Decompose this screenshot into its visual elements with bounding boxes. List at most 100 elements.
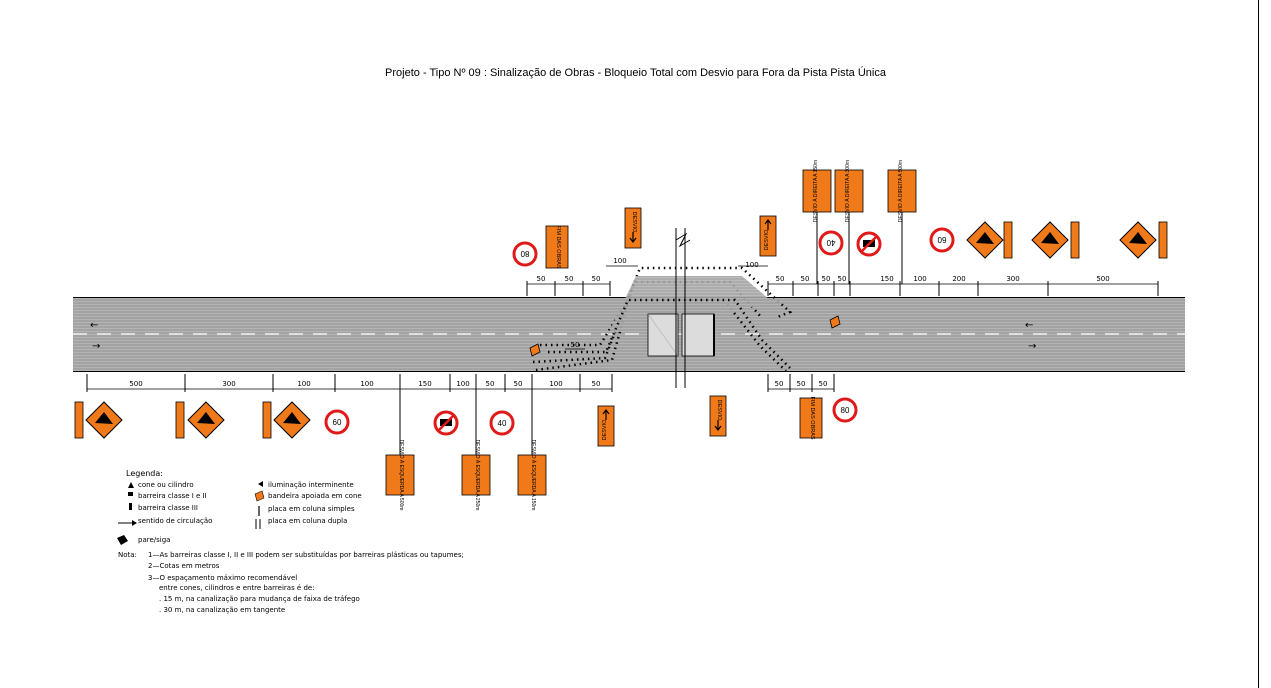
dim-label: 50 — [819, 380, 828, 388]
legend-item: barreira classe I e II — [138, 492, 207, 500]
svg-text:←: ← — [90, 320, 98, 331]
svg-text:DESVIO À ESQUERDA A 150m: DESVIO À ESQUERDA A 150m — [530, 440, 537, 511]
legend-heading: Legenda: — [126, 469, 163, 478]
note-line: 1—As barreiras classe I, II e III podem … — [148, 551, 464, 559]
dim-label: 50 — [571, 341, 580, 349]
svg-text:40: 40 — [826, 238, 835, 247]
dim-label: 50 — [486, 380, 495, 388]
svg-text:40: 40 — [498, 419, 507, 428]
speed-limit-60-bottom: 60 — [324, 409, 350, 435]
dim-label: 500 — [1096, 275, 1109, 283]
dim-label: 300 — [222, 380, 235, 388]
sign-desvio-top-left: DESVIO — [624, 207, 642, 249]
sign-desvio-bottom-right: DESVIO — [709, 395, 727, 437]
svg-text:DESVIO À DIREITA A 500m: DESVIO À DIREITA A 500m — [897, 160, 904, 222]
note-line: entre cones, cilindros e entre barreiras… — [159, 584, 315, 592]
legend-item: iluminação interminente — [268, 481, 354, 489]
svg-text:DESVIO À DIREITA A 150m: DESVIO À DIREITA A 150m — [812, 160, 819, 222]
bottom-dimensions: 500 300 100 100 150 100 50 50 100 50 50 … — [86, 341, 835, 392]
svg-text:DESVIO: DESVIO — [602, 419, 608, 441]
note-line: . 15 m, na canalização para mudança de f… — [159, 595, 360, 603]
sign-fim-obras-bottom: FIM DAS OBRAS — [799, 396, 823, 440]
notes-label: Nota: — [118, 551, 137, 559]
speed-limit-40-top: 40 — [818, 230, 844, 256]
dim-label: 50 — [537, 275, 546, 283]
dim-label: 50 — [797, 380, 806, 388]
dim-label: 100 — [913, 275, 926, 283]
svg-text:FIM DAS OBRAS: FIM DAS OBRAS — [555, 225, 561, 268]
svg-text:FIM DAS OBRAS: FIM DAS OBRAS — [809, 396, 815, 439]
dim-label: 100 — [297, 380, 310, 388]
dim-label: 50 — [801, 275, 810, 283]
legend-item: pare/siga — [138, 536, 171, 544]
dim-label: 300 — [1006, 275, 1019, 283]
speed-limit-80-bottom: 80 — [832, 397, 858, 423]
distance-plaques — [74, 221, 1168, 439]
svg-text:60: 60 — [333, 418, 342, 427]
note-line: 2—Cotas em metros — [148, 562, 220, 570]
dim-label: 50 — [775, 380, 784, 388]
svg-text:→: → — [1028, 341, 1036, 352]
legend-item: placa em coluna dupla — [268, 517, 348, 525]
dim-label: 100 — [360, 380, 373, 388]
dim-label: 50 — [565, 275, 574, 283]
sign-posts — [399, 212, 903, 455]
no-passing-sign-top — [856, 231, 882, 257]
dim-label: 50 — [776, 275, 785, 283]
sign-desvio-esquerda-500: DESVIO À ESQUERDA A 500m — [385, 440, 415, 511]
svg-text:DESVIO: DESVIO — [631, 212, 637, 234]
dim-label: 50 — [838, 275, 847, 283]
svg-text:→: → — [92, 341, 100, 352]
speed-limit-80-top: 80 — [512, 241, 538, 267]
svg-text:60: 60 — [937, 235, 946, 244]
flag-on-cone-icon — [529, 315, 841, 357]
svg-text:80: 80 — [520, 249, 529, 258]
top-dimensions: 50 50 50 100 100 50 50 50 50 150 100 200… — [526, 257, 1159, 296]
work-zone — [647, 313, 715, 357]
sign-desvio-bottom-left: DESVIO — [597, 405, 615, 447]
sign-fim-obras-top: FIM DAS OBRAS — [545, 225, 569, 269]
note-line: 3—O espaçamento máximo recomendável — [148, 574, 298, 582]
dim-label: 100 — [613, 257, 626, 265]
legend-item: bandeira apoiada em cone — [268, 492, 362, 500]
dim-label: 50 — [592, 275, 601, 283]
svg-text:DESVIO À ESQUERDA A 500m: DESVIO À ESQUERDA A 500m — [398, 440, 405, 511]
dim-label: 150 — [880, 275, 893, 283]
legend-symbols — [117, 481, 265, 545]
svg-text:80: 80 — [841, 406, 850, 415]
sign-desvio-direita-300: DESVIO À DIREITA A 300m — [834, 160, 864, 222]
dim-label: 100 — [456, 380, 469, 388]
dim-label: 50 — [822, 275, 831, 283]
dim-label: 200 — [952, 275, 965, 283]
dim-label: 50 — [592, 380, 601, 388]
sign-desvio-esquerda-150: DESVIO À ESQUERDA A 150m — [517, 440, 547, 511]
sign-desvio-direita-500: DESVIO À DIREITA A 500m — [887, 160, 917, 222]
speed-limit-40-bottom: 40 — [489, 410, 515, 436]
dim-label: 100 — [549, 380, 562, 388]
legend-item: placa em coluna simples — [268, 505, 355, 513]
svg-text:DESVIO À ESQUERDA A 250m: DESVIO À ESQUERDA A 250m — [474, 440, 481, 511]
svg-text:DESVIO: DESVIO — [716, 400, 722, 422]
sign-desvio-direita-150: DESVIO À DIREITA A 150m — [802, 160, 832, 222]
legend-item: sentido de circulação — [138, 517, 213, 525]
dim-label: 100 — [745, 261, 758, 269]
dim-label: 500 — [129, 380, 142, 388]
legend-item: barreira classe III — [138, 504, 198, 512]
sign-desvio-top-right: DESVIO — [759, 215, 777, 257]
legend-item: cone ou cilindro — [138, 481, 194, 489]
dim-label: 50 — [514, 380, 523, 388]
direction-arrows: ← → ← → — [90, 320, 1036, 352]
svg-text:DESVIO À DIREITA A 300m: DESVIO À DIREITA A 300m — [844, 160, 851, 222]
road-works-diamond-icon — [85, 221, 1157, 439]
sign-desvio-esquerda-250: DESVIO À ESQUERDA A 250m — [461, 440, 491, 511]
break-line — [675, 228, 691, 388]
svg-text:DESVIO: DESVIO — [764, 229, 770, 251]
drawing-title: Projeto - Tipo Nº 09 : Sinalização de Ob… — [385, 67, 886, 79]
svg-text:←: ← — [1025, 320, 1033, 331]
dim-label: 150 — [418, 380, 431, 388]
speed-limit-60-top: 60 — [929, 227, 955, 253]
note-line: . 30 m, na canalização em tangente — [159, 606, 286, 614]
no-passing-sign-bottom — [433, 410, 459, 436]
